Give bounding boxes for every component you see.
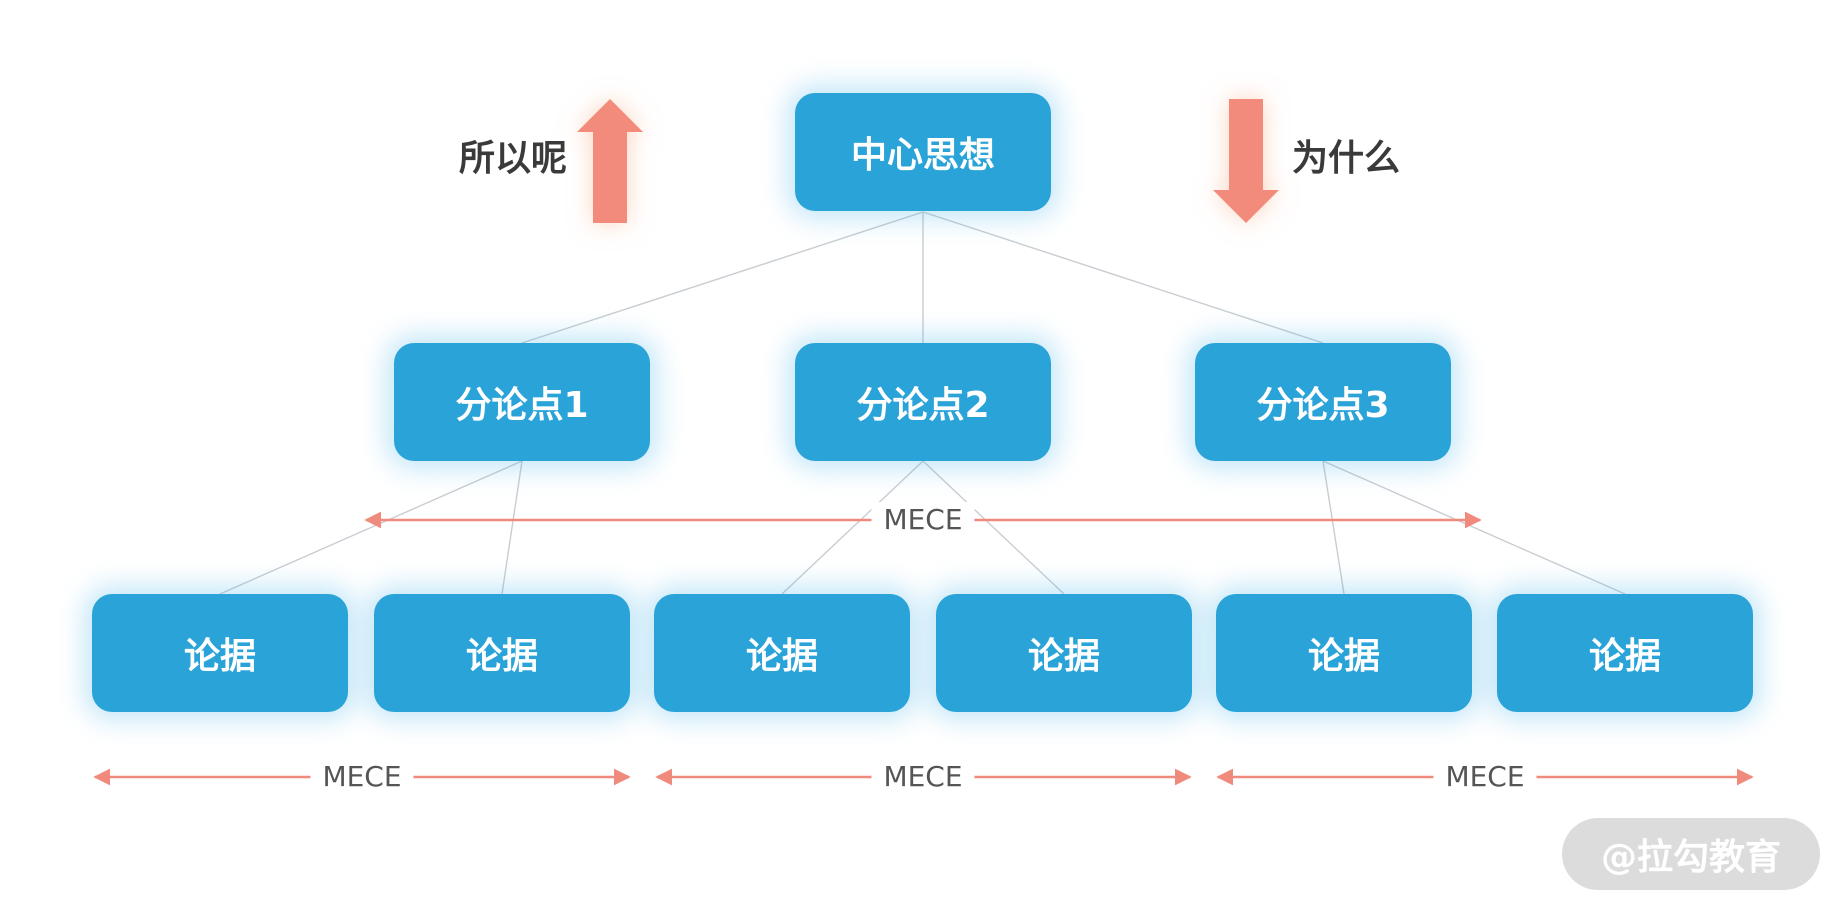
left-label: 所以呢 bbox=[459, 138, 568, 179]
evidence-node-5: 论据 bbox=[1216, 594, 1472, 712]
center-node: 中心思想 bbox=[795, 93, 1051, 211]
watermark: @拉勾教育 bbox=[1562, 818, 1820, 890]
mece-bottom-label-1: MECE bbox=[310, 759, 414, 795]
down-arrow-icon bbox=[1213, 99, 1279, 223]
mece-bottom-label-2: MECE bbox=[871, 759, 975, 795]
center-node-label: 中心思想 bbox=[850, 135, 995, 176]
sub-point-node-1: 分论点1 bbox=[394, 343, 650, 461]
sub-point-node-2: 分论点2 bbox=[795, 343, 1051, 461]
connector-sub1-ev2 bbox=[501, 460, 523, 595]
connector-center-sub1 bbox=[521, 211, 924, 344]
evidence-node-1: 论据 bbox=[92, 594, 348, 712]
sub-point-label: 分论点1 bbox=[455, 385, 589, 426]
up-arrow-icon bbox=[577, 99, 643, 223]
evidence-label: 论据 bbox=[1307, 636, 1380, 677]
evidence-node-3: 论据 bbox=[654, 594, 910, 712]
sub-point-label: 分论点2 bbox=[856, 385, 990, 426]
evidence-node-4: 论据 bbox=[936, 594, 1192, 712]
evidence-label: 论据 bbox=[183, 636, 256, 677]
connector-center-sub3 bbox=[922, 211, 1324, 344]
evidence-label: 论据 bbox=[1027, 636, 1100, 677]
evidence-label: 论据 bbox=[745, 636, 818, 677]
sub-point-node-3: 分论点3 bbox=[1195, 343, 1451, 461]
right-label: 为什么 bbox=[1292, 138, 1401, 179]
watermark-text: @拉勾教育 bbox=[1600, 837, 1781, 878]
mece-bottom-label-3: MECE bbox=[1433, 759, 1537, 795]
connector-sub3-ev6 bbox=[1322, 460, 1626, 595]
evidence-label: 论据 bbox=[1588, 636, 1661, 677]
sub-point-label: 分论点3 bbox=[1256, 385, 1390, 426]
connector-sub1-ev1 bbox=[219, 460, 523, 595]
mece-middle-label: MECE bbox=[871, 502, 975, 538]
evidence-node-6: 论据 bbox=[1497, 594, 1753, 712]
evidence-node-2: 论据 bbox=[374, 594, 630, 712]
connector-sub3-ev5 bbox=[1322, 460, 1345, 595]
evidence-label: 论据 bbox=[465, 636, 538, 677]
